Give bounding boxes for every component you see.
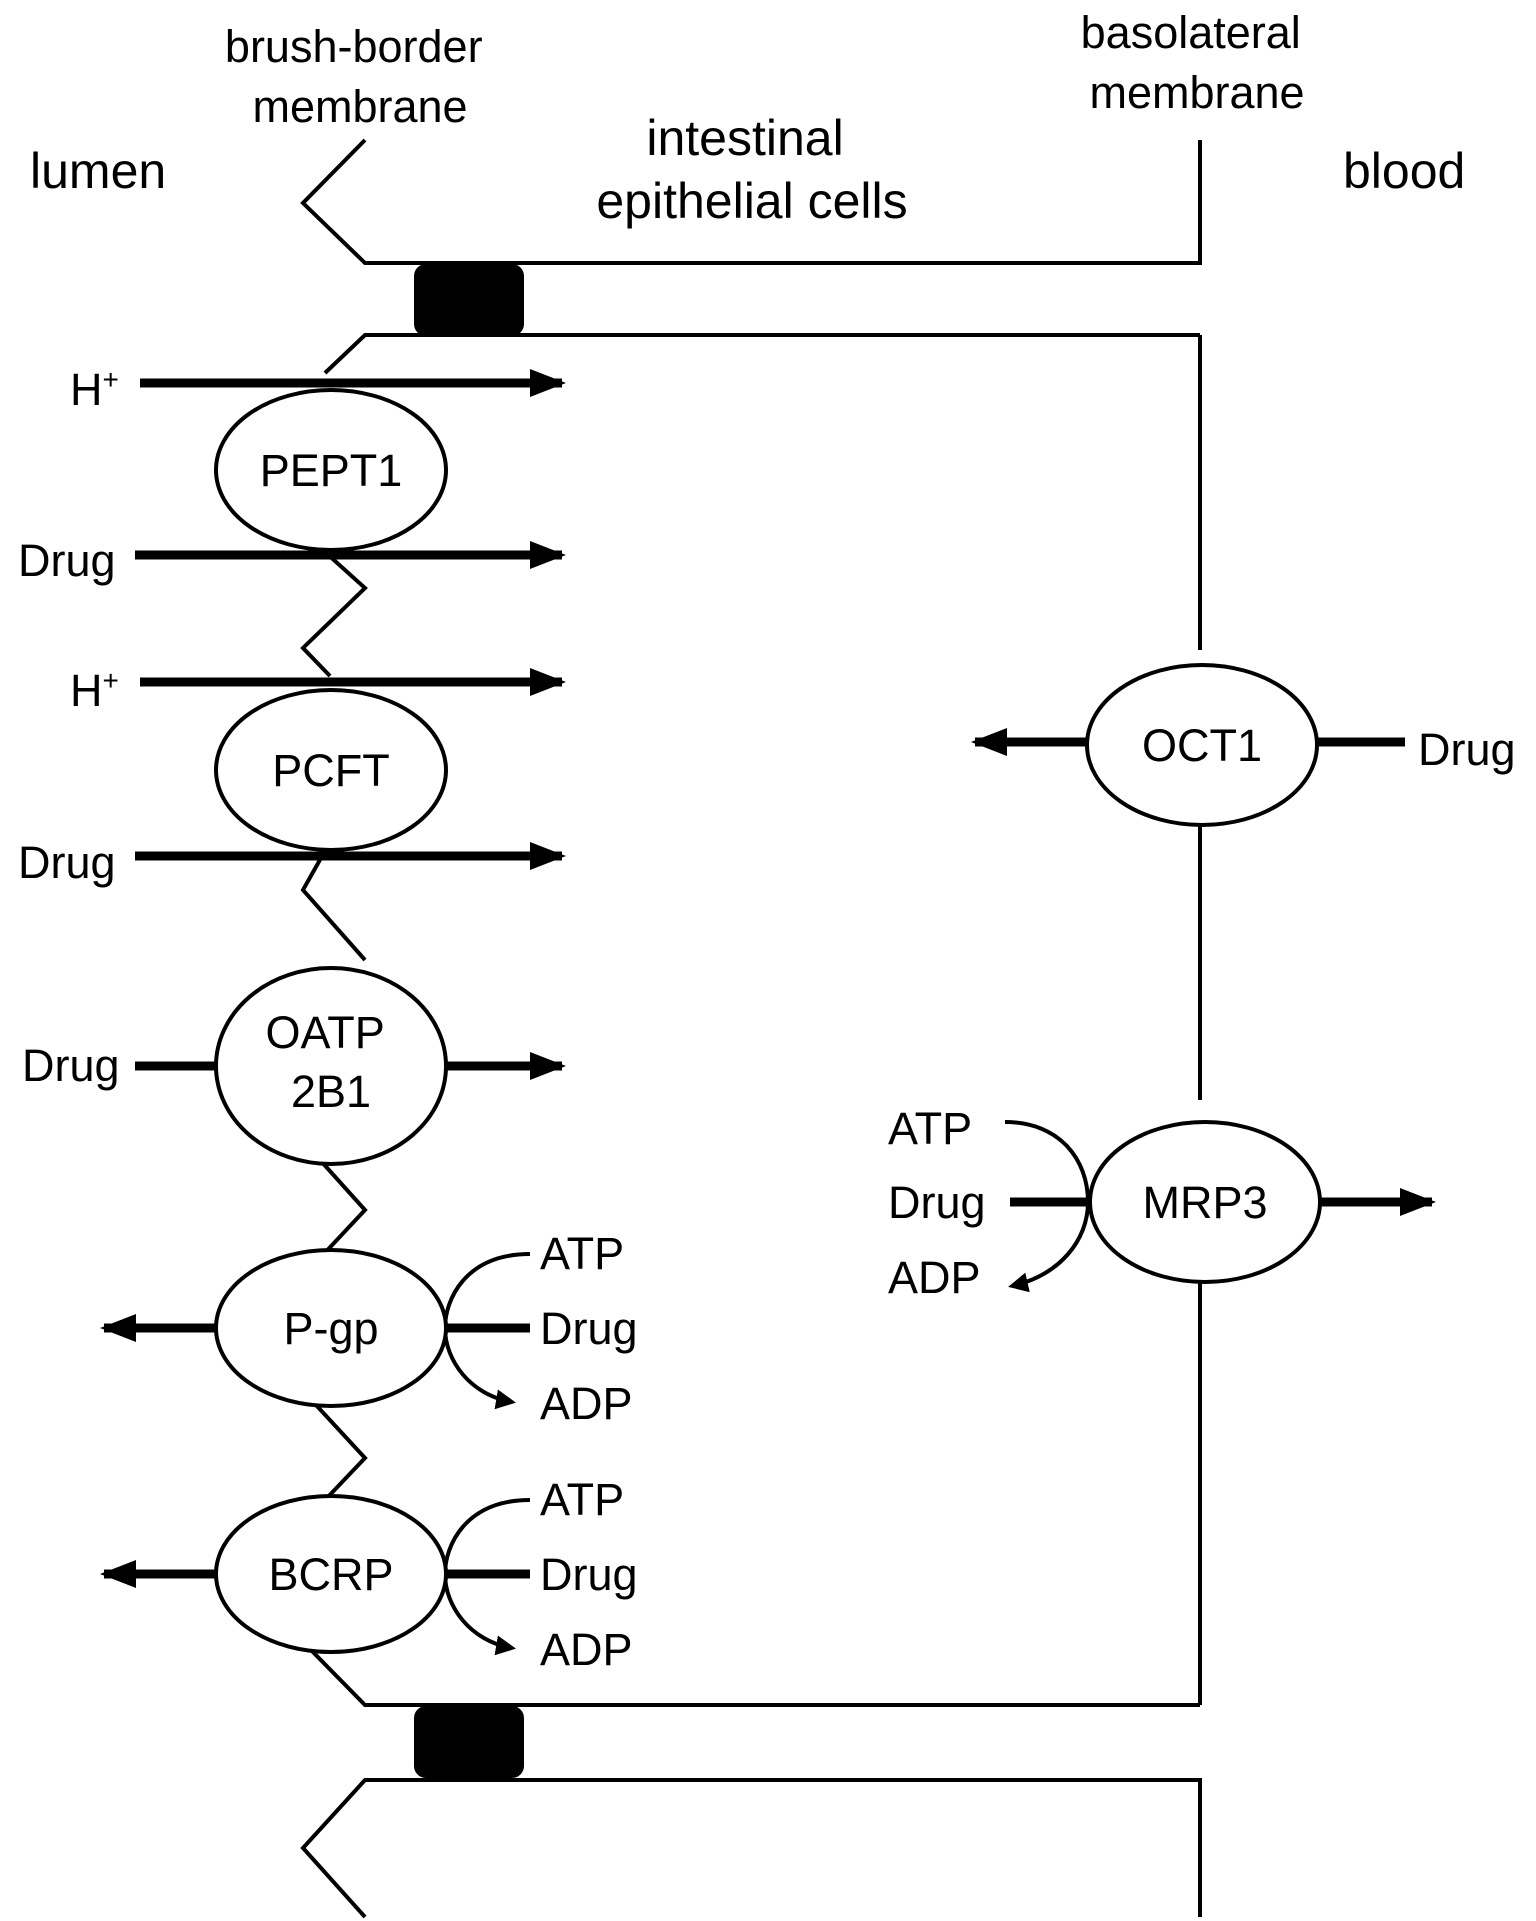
- tight-junction-bottom: [414, 1706, 524, 1778]
- brush-border-zigzag: [314, 1403, 368, 1502]
- atp-label: ATP: [540, 1474, 624, 1525]
- proton-label: H+: [70, 364, 119, 415]
- brush-border-label: brush-border membrane: [225, 21, 495, 132]
- pept1-transporter: PEPT1 H+ Drug: [18, 364, 566, 586]
- adp-label: ADP: [888, 1252, 981, 1303]
- lumen-label: lumen: [30, 143, 166, 199]
- oct1-oval: [1085, 663, 1319, 827]
- tight-junction-top: [414, 264, 524, 336]
- proton-symbol: H: [70, 665, 103, 716]
- oatp2b1-transporter: OATP 2B1 Drug: [22, 966, 566, 1166]
- proton-charge: +: [103, 364, 119, 395]
- atp-label: ATP: [888, 1103, 972, 1154]
- cell-membrane-outlines: [300, 138, 1202, 1919]
- pgp-name: P-gp: [283, 1303, 378, 1354]
- mrp3-oval: [1088, 1120, 1322, 1284]
- upper-cell-boundary: [300, 138, 1202, 265]
- main-cell-bottom: [306, 1645, 1200, 1707]
- adp-label: ADP: [540, 1378, 633, 1429]
- bcrp-transporter: BCRP ATP Drug ADP: [100, 1474, 638, 1675]
- blood-label: blood: [1343, 143, 1465, 199]
- epithelial-cells-label: intestinal epithelial cells: [596, 110, 907, 229]
- oatp2b1-name: OATP 2B1: [266, 1007, 397, 1117]
- main-cell-boundary: [323, 333, 1200, 375]
- drug-label: Drug: [540, 1303, 638, 1354]
- pept1-name: PEPT1: [260, 445, 403, 496]
- mrp3-name: MRP3: [1142, 1177, 1267, 1228]
- basolateral-label: basolateral membrane: [1081, 7, 1314, 118]
- drug-label: Drug: [18, 535, 116, 586]
- oct1-transporter: OCT1 Drug: [971, 663, 1516, 827]
- pcft-transporter: PCFT H+ Drug: [18, 665, 566, 888]
- oatp2b1-oval: [214, 966, 448, 1166]
- atp-label: ATP: [540, 1228, 624, 1279]
- mrp3-transporter: MRP3 ATP Drug ADP: [888, 1103, 1436, 1303]
- adp-label: ADP: [540, 1624, 633, 1675]
- oct1-name: OCT1: [1142, 720, 1262, 771]
- pgp-transporter: P-gp ATP Drug ADP: [100, 1228, 638, 1429]
- lower-cell-boundary: [300, 1778, 1202, 1919]
- drug-label: Drug: [540, 1549, 638, 1600]
- proton-charge: +: [103, 665, 119, 696]
- pcft-name: PCFT: [272, 745, 390, 796]
- pept1-oval: [214, 388, 448, 552]
- brush-border-zigzag: [318, 1158, 368, 1260]
- bcrp-name: BCRP: [268, 1549, 393, 1600]
- pcft-oval: [214, 688, 448, 852]
- proton-symbol: H: [70, 364, 103, 415]
- proton-label: H+: [70, 665, 119, 716]
- drug-label: Drug: [888, 1177, 986, 1228]
- drug-label: Drug: [18, 837, 116, 888]
- brush-border-zigzag: [300, 550, 368, 678]
- drug-label: Drug: [22, 1040, 120, 1091]
- drug-label: Drug: [1418, 724, 1516, 775]
- pgp-oval: [214, 1248, 448, 1408]
- bcrp-oval: [214, 1494, 448, 1654]
